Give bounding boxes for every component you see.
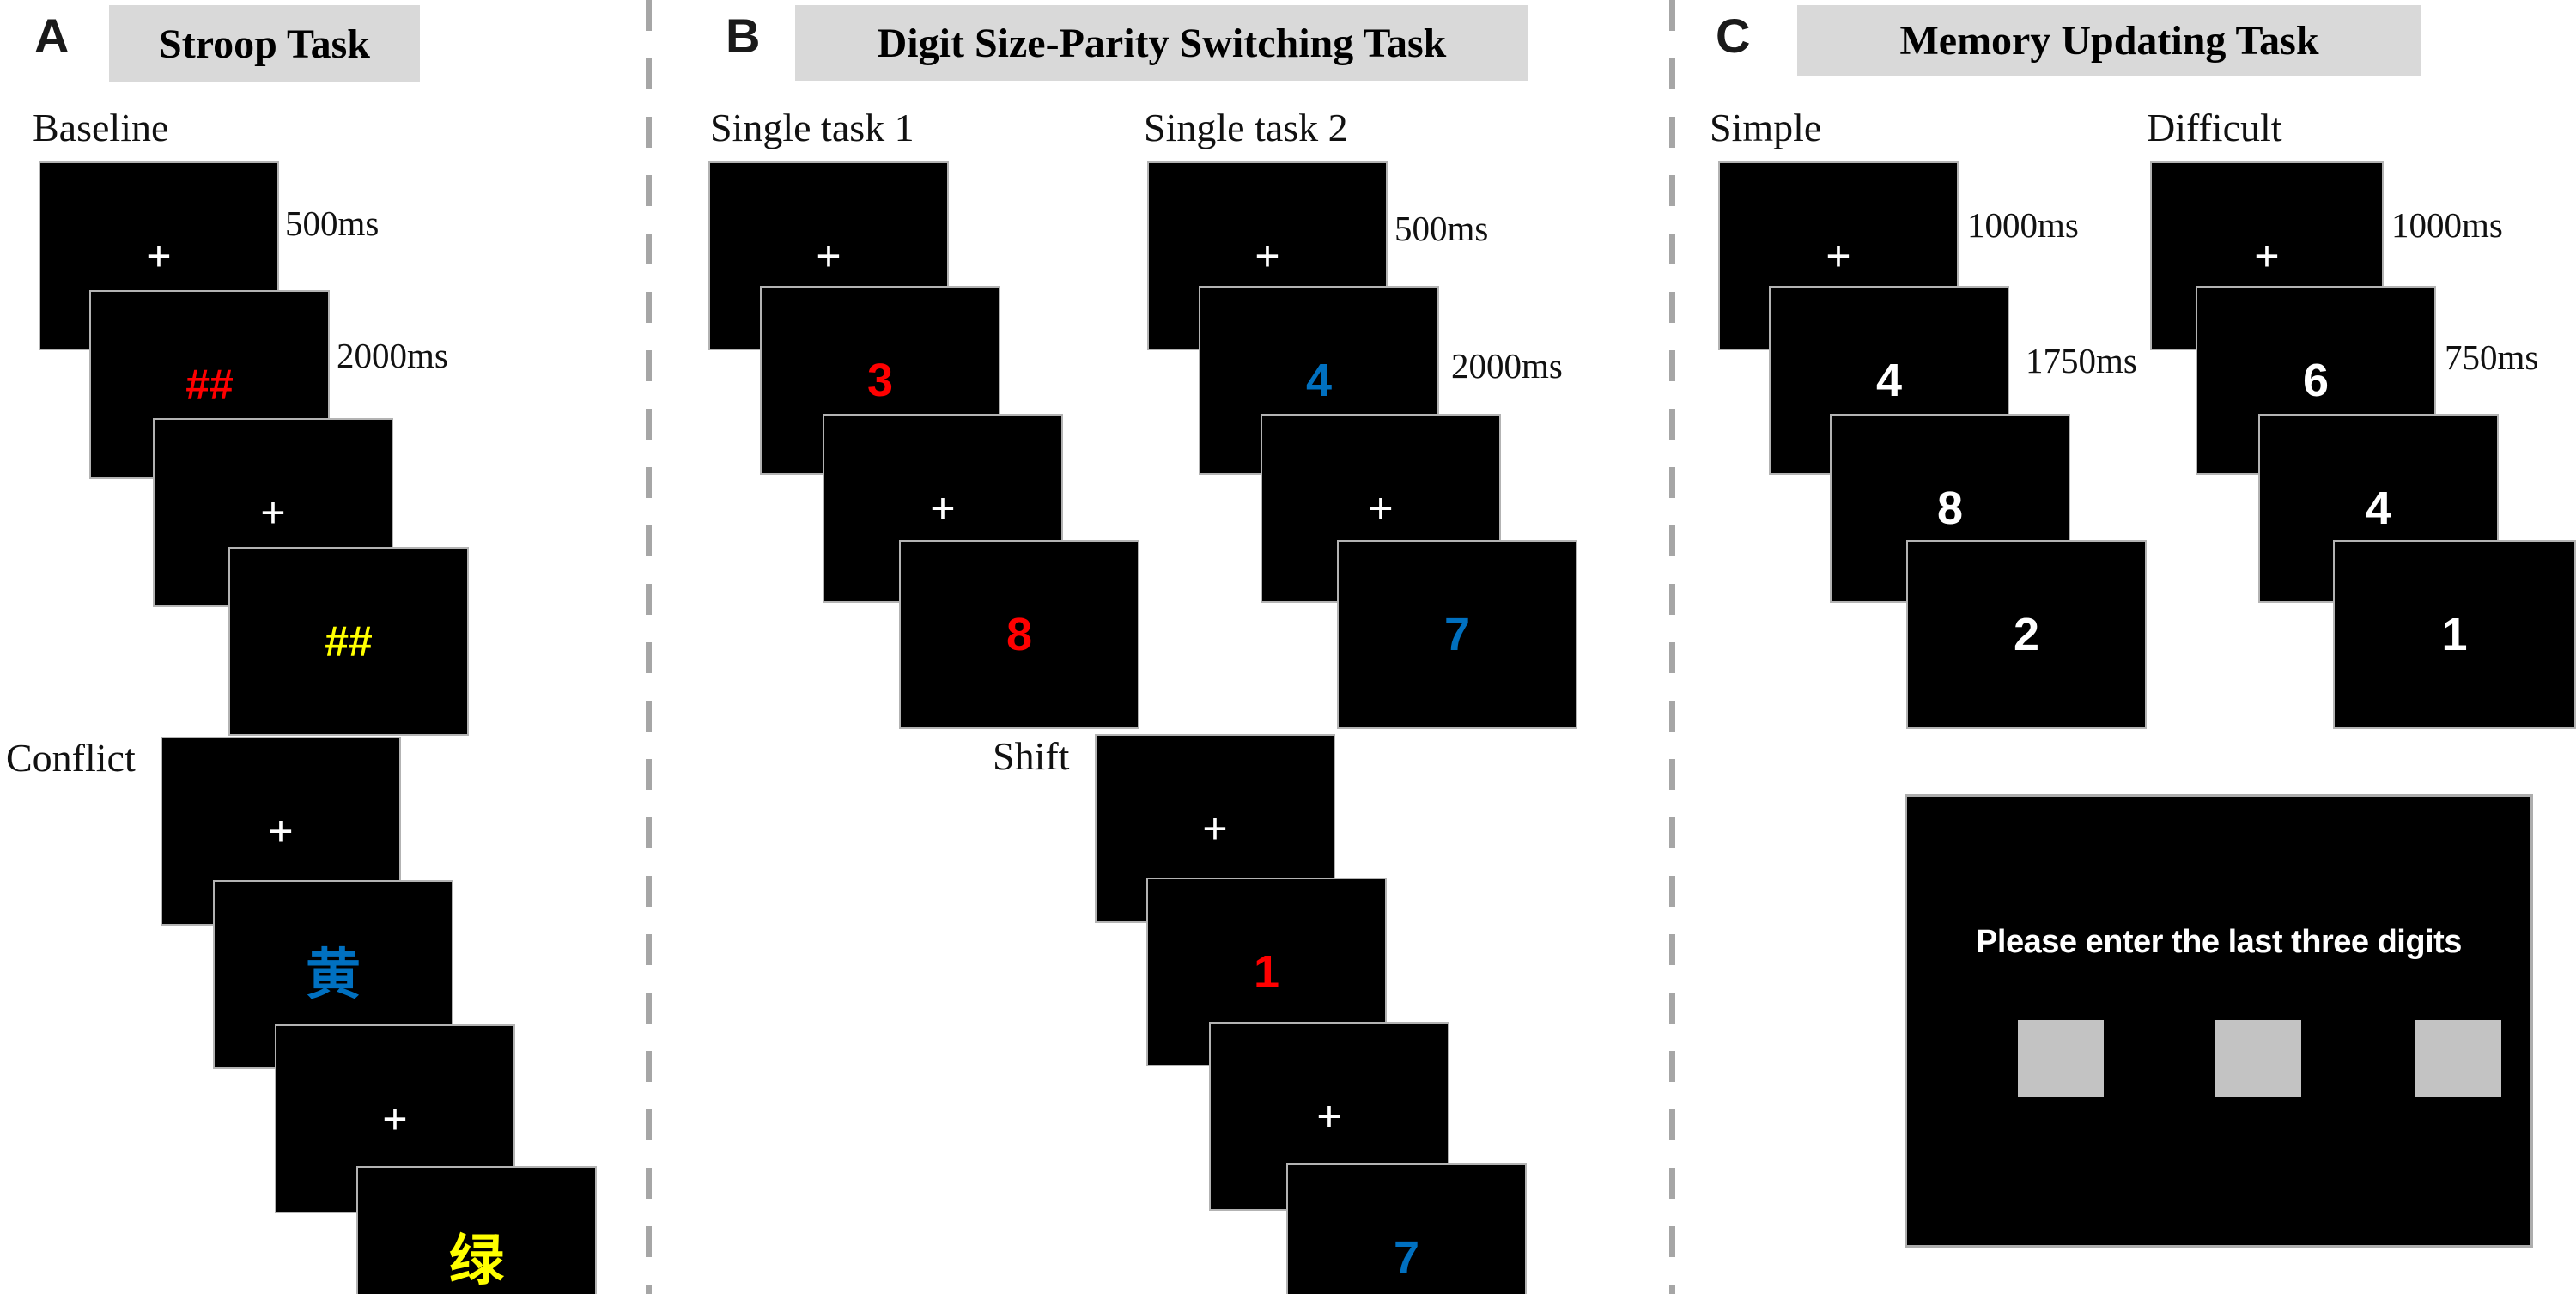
hash-stimulus: ## — [325, 617, 373, 665]
chinese-character-stimulus: 绿 — [449, 1230, 504, 1291]
hash-stimulus: ## — [185, 361, 234, 409]
stroop-task-header: Stroop Task — [109, 5, 420, 82]
fixation-cross: + — [260, 489, 286, 537]
digit-stimulus: 1 — [2441, 609, 2468, 660]
panel-divider-left — [646, 0, 652, 1294]
sequence-label-conflict: Conflict — [6, 736, 136, 780]
fixation-cross: + — [382, 1095, 408, 1143]
digit-stimulus: 8 — [1936, 483, 1964, 534]
trial-screen: 1 — [2333, 540, 2576, 729]
trial-screen: 绿 — [356, 1166, 597, 1294]
timing-label: 750ms — [2445, 337, 2539, 377]
timing-label: 2000ms — [1451, 346, 1563, 386]
digit-switching-task-header: Digit Size-Parity Switching Task — [795, 5, 1528, 81]
chinese-character-stimulus: 黄 — [306, 944, 361, 1005]
digit-stimulus: 6 — [2302, 355, 2330, 406]
answer-box-2 — [2215, 1020, 2301, 1097]
sequence-label-shift: Shift — [993, 734, 1070, 778]
timing-label: 2000ms — [337, 336, 448, 375]
trial-screen: 7 — [1286, 1163, 1527, 1294]
panel-c-letter: C — [1716, 9, 1751, 63]
trial-screen: 8 — [899, 540, 1139, 729]
timing-label: 500ms — [1394, 209, 1489, 248]
digit-stimulus: 7 — [1443, 609, 1471, 660]
sequence-label-baseline: Baseline — [33, 106, 169, 149]
digit-stimulus: 7 — [1393, 1232, 1420, 1284]
panel-b-letter: B — [726, 9, 761, 63]
fixation-cross: + — [1255, 232, 1280, 280]
memory-updating-task-header: Memory Updating Task — [1797, 5, 2421, 76]
fixation-cross: + — [1826, 232, 1851, 280]
panel-a-letter: A — [34, 9, 70, 63]
sequence-label-simple: Simple — [1710, 106, 1822, 149]
memory-updating-task-title: Memory Updating Task — [1899, 17, 2319, 64]
digit-stimulus: 4 — [2365, 483, 2392, 534]
digit-stimulus: 2 — [2013, 609, 2040, 660]
fixation-cross: + — [816, 232, 841, 280]
trial-screen: 7 — [1337, 540, 1577, 729]
fixation-cross: + — [146, 232, 172, 280]
response-prompt: Please enter the last three digits — [1976, 924, 2462, 960]
timing-label: 1750ms — [2026, 341, 2137, 380]
fixation-cross: + — [268, 807, 294, 855]
answer-box-1 — [2018, 1020, 2104, 1097]
fixation-cross: + — [930, 484, 956, 532]
sequence-label-single-task-2: Single task 2 — [1144, 106, 1348, 149]
stroop-task-title: Stroop Task — [159, 21, 370, 67]
fixation-cross: + — [2254, 232, 2280, 280]
digit-switching-task-title: Digit Size-Parity Switching Task — [877, 20, 1447, 66]
fixation-cross: + — [1316, 1092, 1342, 1140]
sequence-label-difficult: Difficult — [2147, 106, 2282, 149]
timing-label: 1000ms — [2391, 205, 2503, 245]
timing-label: 500ms — [285, 204, 380, 243]
digit-stimulus: 4 — [1305, 355, 1333, 406]
sequence-label-single-task-1: Single task 1 — [710, 106, 914, 149]
response-screen: Please enter the last three digits — [1905, 794, 2533, 1248]
trial-screen: 2 — [1906, 540, 2147, 729]
fixation-cross: + — [1202, 805, 1228, 853]
fixation-cross: + — [1368, 484, 1394, 532]
timing-label: 1000ms — [1967, 205, 2079, 245]
digit-stimulus: 8 — [1005, 609, 1033, 660]
digit-stimulus: 3 — [866, 355, 894, 406]
digit-stimulus: 4 — [1875, 355, 1903, 406]
answer-box-3 — [2415, 1020, 2501, 1097]
digit-stimulus: 1 — [1253, 946, 1280, 998]
panel-divider-right — [1669, 0, 1675, 1294]
trial-screen: ## — [228, 547, 469, 736]
